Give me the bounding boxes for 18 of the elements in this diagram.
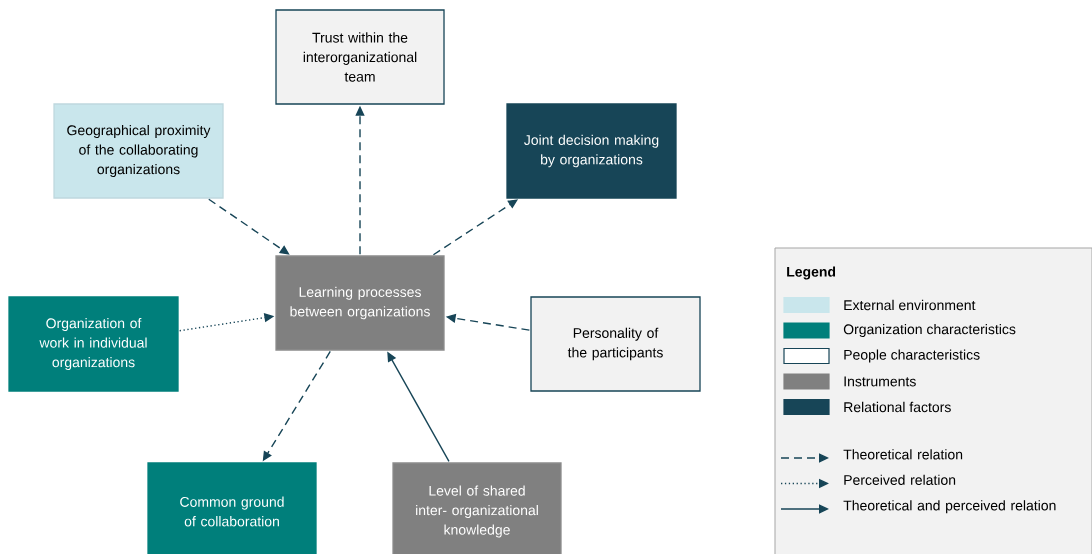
legend-label: People characteristics bbox=[844, 349, 980, 363]
legend-label: Theoretical and perceived relation bbox=[843, 500, 1056, 514]
legend-label: Instruments bbox=[844, 376, 916, 387]
factor-box: Trust within the interorganizational team bbox=[275, 9, 445, 105]
factor-box: Organization of work in individual organizations bbox=[8, 296, 179, 392]
arrow bbox=[208, 198, 290, 255]
factor-box: Personality of the participants bbox=[530, 296, 701, 392]
legend-title: Legend bbox=[787, 266, 836, 280]
legend-label: Theoretical relation bbox=[843, 449, 963, 460]
factor-box: Joint decision making by organizations bbox=[506, 103, 677, 199]
factor-box: Level of shared inter- organizational knowledge bbox=[392, 462, 562, 554]
legend-label: Relational factors bbox=[844, 401, 951, 413]
factor-box: Common ground of collaboration bbox=[147, 462, 317, 554]
legend-label: Organization characteristics bbox=[843, 323, 1016, 337]
legend-label: External environment bbox=[844, 299, 976, 311]
legend-label: Perceived relation bbox=[844, 474, 956, 485]
factor-box: Geographical proximity of the collaborating organizations bbox=[53, 103, 224, 199]
factor-box: Learning processes between organizations bbox=[275, 255, 445, 351]
